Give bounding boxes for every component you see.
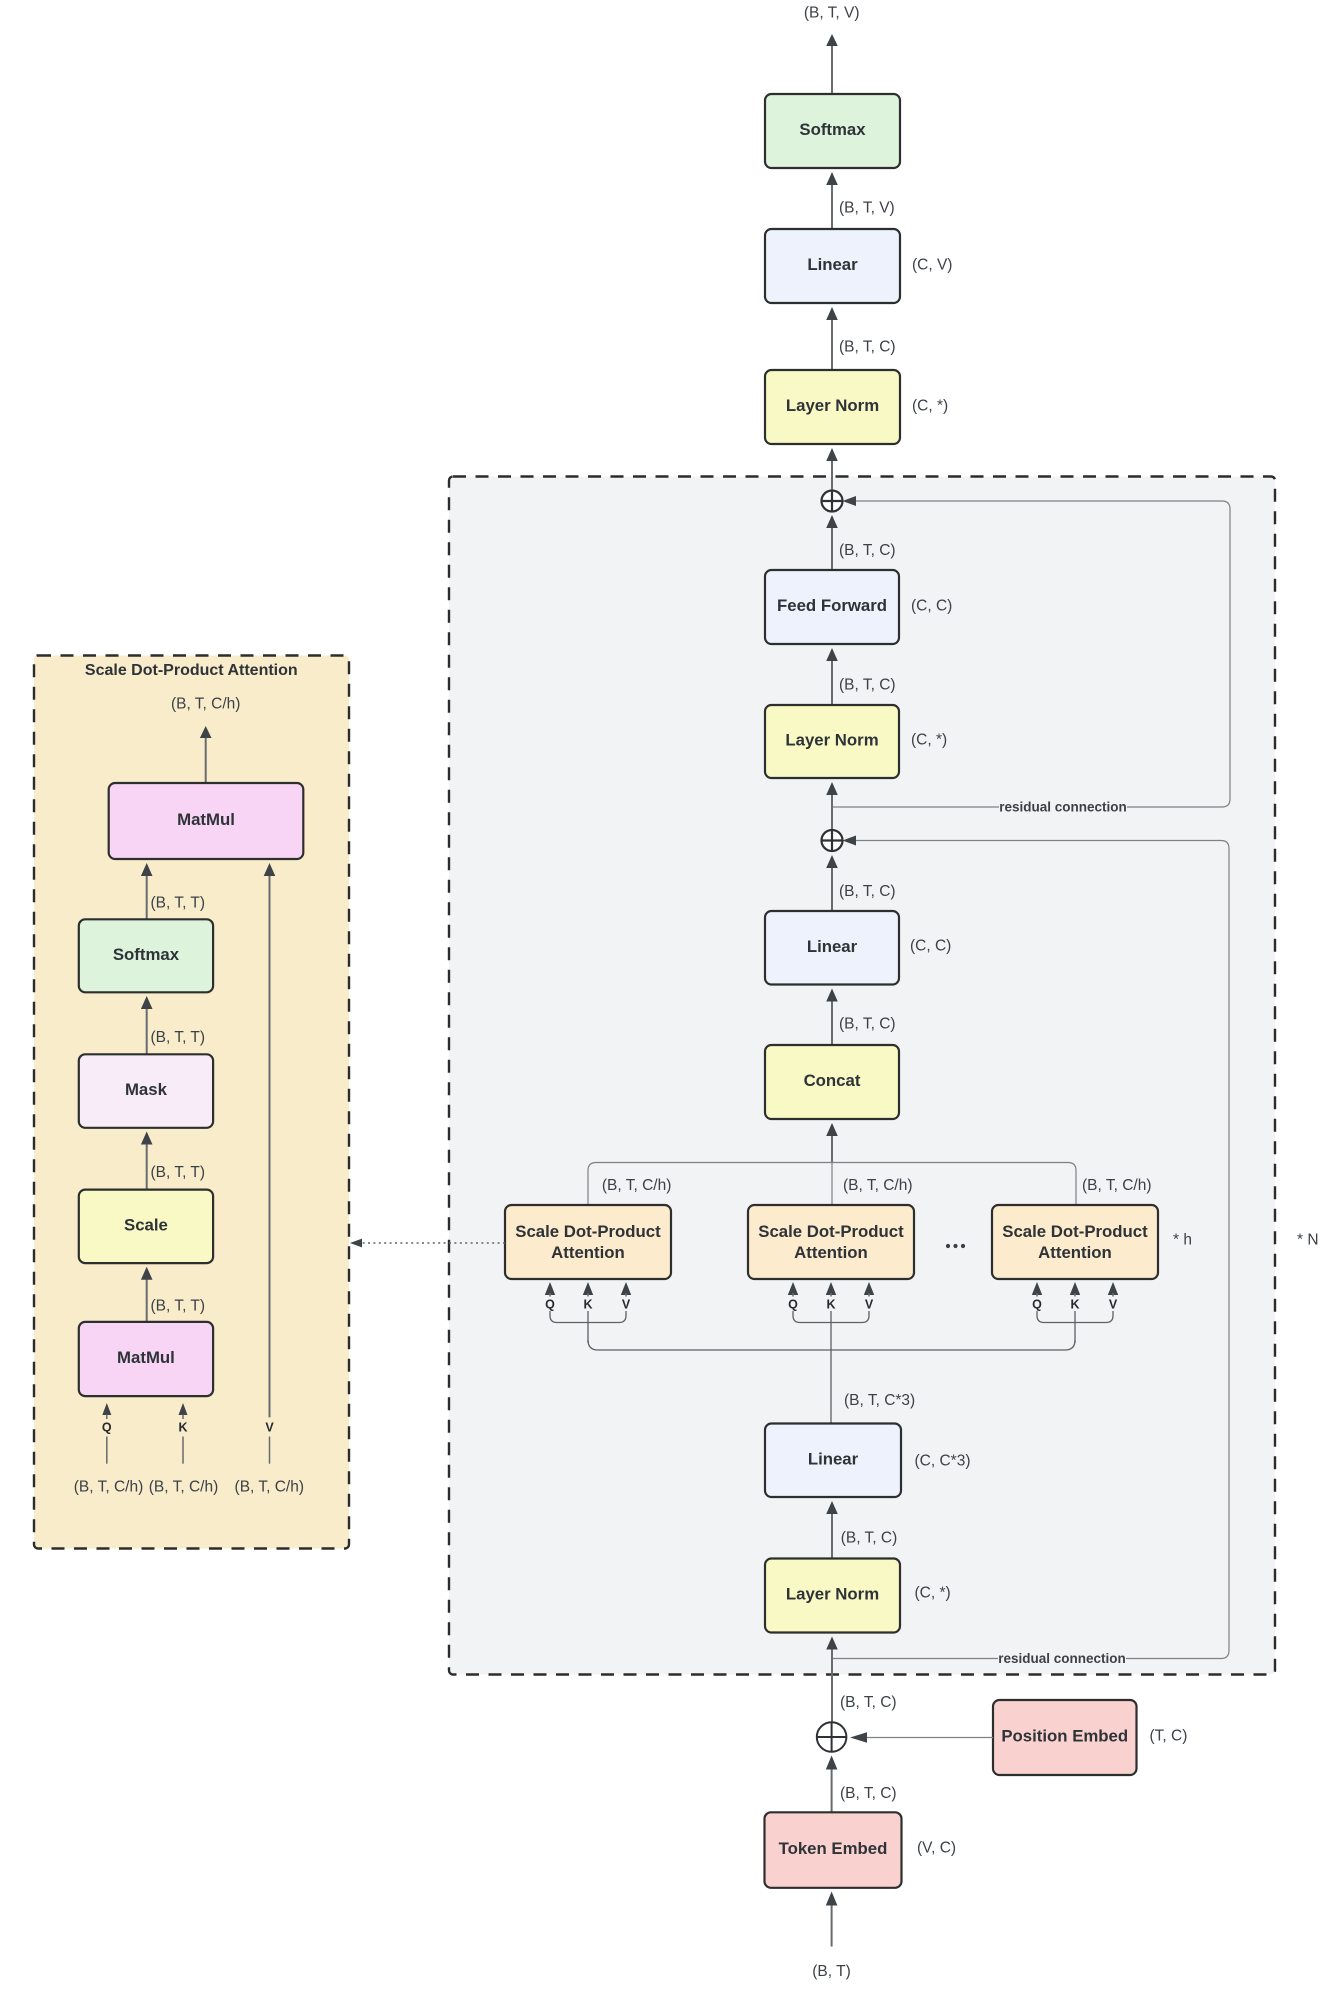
svg-text:Scale Dot-Product Attention: Scale Dot-Product Attention [85,662,298,679]
svg-text:(C, *): (C, *) [911,732,947,749]
svg-text:(B, T, C/h): (B, T, C/h) [149,1479,218,1496]
svg-text:V: V [622,1298,631,1312]
svg-text:V: V [865,1298,874,1312]
svg-text:Scale Dot-Product: Scale Dot-Product [515,1222,661,1241]
svg-text:K: K [826,1298,835,1312]
svg-text:(B, T, T): (B, T, T) [151,1298,206,1315]
svg-text:(B, T): (B, T) [812,1963,850,1980]
svg-text:Q: Q [545,1298,555,1312]
svg-text:Layer Norm: Layer Norm [785,731,878,750]
svg-text:(C, C): (C, C) [910,938,951,955]
svg-text:(B, T, C): (B, T, C) [839,339,896,356]
svg-text:(C, *): (C, *) [912,398,948,415]
svg-text:(B, T, V): (B, T, V) [839,200,895,217]
svg-text:MatMul: MatMul [117,1348,175,1367]
svg-text:Layer Norm: Layer Norm [786,396,879,415]
svg-text:Scale Dot-Product: Scale Dot-Product [758,1222,904,1241]
svg-text:V: V [1109,1298,1118,1312]
svg-text:(B, T, C/h): (B, T, C/h) [1082,1177,1151,1194]
svg-text:(B, T, C/h): (B, T, C/h) [602,1177,671,1194]
svg-text:Softmax: Softmax [799,120,866,139]
svg-text:(B, T, C): (B, T, C) [840,1694,897,1711]
svg-text:(B, T, C*3): (B, T, C*3) [844,1392,915,1409]
svg-text:(B, T, C): (B, T, C) [839,542,896,559]
svg-text:(B, T, V): (B, T, V) [804,5,860,22]
svg-text:Attention: Attention [551,1243,625,1262]
svg-text:Linear: Linear [807,937,858,956]
svg-text:K: K [178,1421,187,1435]
svg-text:MatMul: MatMul [177,810,235,829]
svg-text:Q: Q [102,1421,112,1435]
svg-text:Attention: Attention [1038,1243,1112,1262]
svg-text:(B, T, C): (B, T, C) [839,1016,896,1033]
svg-text:Scale Dot-Product: Scale Dot-Product [1002,1222,1148,1241]
svg-text:(V, C): (V, C) [917,1840,956,1857]
svg-text:Concat: Concat [804,1071,861,1090]
svg-text:Mask: Mask [125,1080,168,1099]
svg-text:Token Embed: Token Embed [779,1839,888,1858]
svg-text:Q: Q [788,1298,798,1312]
svg-text:(C, V): (C, V) [912,257,952,274]
svg-text:(B, T, C): (B, T, C) [839,677,896,694]
svg-text:V: V [265,1421,274,1435]
svg-text:(B, T, C/h): (B, T, C/h) [843,1177,912,1194]
svg-text:(B, T, C): (B, T, C) [841,1530,898,1547]
svg-text:(B, T, T): (B, T, T) [151,895,206,912]
svg-text:Position Embed: Position Embed [1001,1727,1128,1746]
svg-text:(C, C*3): (C, C*3) [915,1453,971,1470]
svg-text:(B, T, T): (B, T, T) [151,1029,206,1046]
svg-text:residual connection: residual connection [998,1651,1126,1666]
svg-text:Linear: Linear [808,1449,859,1468]
svg-text:Softmax: Softmax [113,945,180,964]
svg-text:Linear: Linear [807,255,858,274]
svg-text:(B, T, C/h): (B, T, C/h) [74,1479,143,1496]
svg-text:(T, C): (T, C) [1150,1728,1188,1745]
svg-text:(B, T, C/h): (B, T, C/h) [171,696,240,713]
svg-text:Scale: Scale [124,1215,168,1234]
svg-text:residual connection: residual connection [999,800,1127,815]
svg-text:(C, *): (C, *) [915,1585,951,1602]
svg-text:(B, T, T): (B, T, T) [151,1164,206,1181]
svg-text:(B, T, C/h): (B, T, C/h) [235,1479,304,1496]
svg-text:Q: Q [1032,1298,1042,1312]
svg-text:Layer Norm: Layer Norm [786,1585,879,1604]
svg-text:Feed Forward: Feed Forward [777,596,887,615]
svg-text:(B, T, C): (B, T, C) [840,1785,897,1802]
svg-text:K: K [583,1298,592,1312]
svg-text:K: K [1070,1298,1079,1312]
svg-text:Attention: Attention [794,1243,868,1262]
svg-text:(B, T, C): (B, T, C) [839,883,896,900]
svg-text:* h: * h [1173,1232,1192,1249]
svg-text:* N: * N [1297,1232,1319,1249]
svg-text:(C, C): (C, C) [911,598,952,615]
